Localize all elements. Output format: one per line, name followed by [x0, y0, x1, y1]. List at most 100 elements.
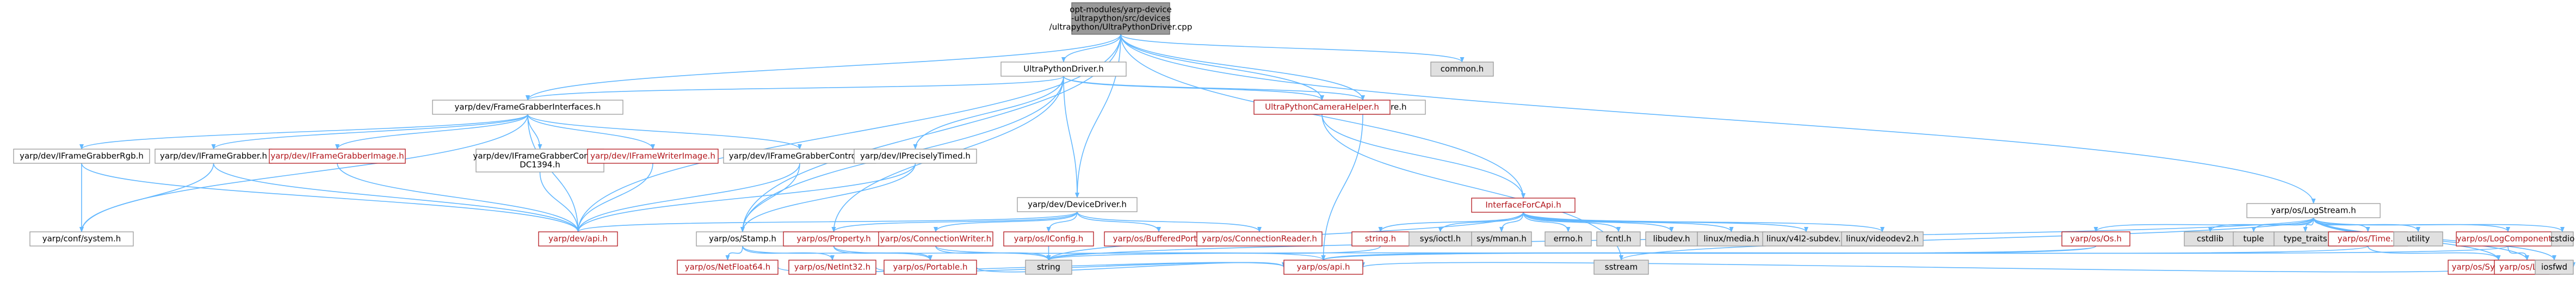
node-n-devapi[interactable]: yarp/dev/api.h — [538, 231, 618, 247]
node-n-fg[interactable]: yarp/dev/IFrameGrabber.h — [155, 149, 273, 164]
edge-n-logstream-to-n-tuple — [2251, 217, 2314, 232]
node-box — [1409, 231, 1472, 247]
node-n-bport[interactable]: yarp/os/BufferedPort.h — [1104, 231, 1214, 247]
node-label: yarp/dev/IFrameGrabberControls.h — [729, 151, 870, 161]
node-n-stringh[interactable]: string.h — [1351, 231, 1410, 247]
node-n-fgrgb[interactable]: yarp/dev/IFrameGrabberRgb.h — [13, 149, 150, 164]
edge-n-fgi-to-n-fgrgb — [79, 114, 528, 150]
edge-n-logcomp-to-n-osapi — [1321, 245, 2509, 261]
edge-n-devdrv-to-n-iconfig — [1046, 211, 1078, 232]
edge-n-pti-to-n-stamp — [740, 163, 916, 232]
node-label: yarp/os/ConnectionWriter.h — [880, 234, 991, 244]
node-n-libudev: libudev.h — [1645, 231, 1698, 247]
edge-n-logstream-to-n-cstdio — [2313, 217, 2565, 232]
node-n-logstream[interactable]: yarp/os/LogStream.h — [2246, 203, 2381, 218]
node-box — [1253, 100, 1391, 115]
node-n-ni32[interactable]: yarp/os/NetInt32.h — [788, 260, 876, 275]
node-label: yarp/dev/IFrameGrabberImage.h — [270, 151, 404, 161]
node-n-pti[interactable]: yarp/dev/IPreciselyTimed.h — [854, 149, 977, 164]
edge-n-fgimg-to-n-devapi — [337, 163, 580, 232]
node-n-iconfig[interactable]: yarp/os/IConfig.h — [1003, 231, 1094, 247]
node-box — [884, 260, 977, 275]
node-label: yarp/os/NetFloat64.h — [685, 262, 771, 272]
edge-n-root-to-n-upch — [1120, 34, 1324, 101]
edge-n-prop-to-n-string — [833, 245, 1051, 261]
node-n-devdrv[interactable]: yarp/dev/DeviceDriver.h — [1017, 197, 1138, 212]
node-box — [1471, 231, 1532, 247]
node-n-fgimg[interactable]: yarp/dev/IFrameGrabberImage.h — [269, 149, 406, 164]
edge-n-pti-to-n-devapi — [576, 163, 916, 232]
edge-n-ifcaps-to-n-media — [1523, 212, 1734, 232]
edge-n-devdrv-to-n-connw — [934, 211, 1078, 232]
node-box — [269, 149, 406, 164]
edge-n-logstream-to-n-osos — [2093, 217, 2314, 232]
node-label: iosfwd — [2541, 262, 2567, 272]
node-label: linux/videodev2.h — [1846, 234, 1919, 244]
node-n-typetraits: type_traits — [2274, 231, 2337, 247]
node-n-fgctrl[interactable]: yarp/dev/IFrameGrabberControls.h — [723, 149, 876, 164]
node-n-fcntl: fcntl.h — [1596, 231, 1641, 247]
node-n-stamp[interactable]: yarp/os/Stamp.h — [696, 231, 789, 247]
node-n-prop[interactable]: yarp/os/Property.h — [783, 231, 885, 247]
node-n-fwimg[interactable]: yarp/dev/IFrameWriterImage.h — [587, 149, 719, 164]
edge-n-fgi-to-n-fg — [211, 114, 528, 150]
node-box — [155, 149, 273, 164]
node-box — [1104, 231, 1214, 247]
edge-n-devdrv-to-n-devapi — [576, 211, 1078, 232]
node-n-nf64[interactable]: yarp/os/NetFloat64.h — [677, 260, 779, 275]
edge-n-updh-to-n-fgi — [526, 76, 1064, 101]
node-label: yarp/os/IConfig.h — [1014, 234, 1084, 244]
node-n-ifcaps[interactable]: InterfaceForCApi.h — [1471, 198, 1576, 213]
node-n-common: common.h — [1430, 61, 1494, 77]
node-box — [854, 149, 977, 164]
edge-n-portable-to-n-osapi — [976, 262, 1286, 273]
node-label: yarp/dev/api.h — [548, 234, 608, 244]
node-label: yarp/os/LogStream.h — [2271, 206, 2356, 216]
node-box — [475, 149, 604, 173]
node-n-upch[interactable]: UltraPythonCameraHelper.h — [1253, 100, 1391, 115]
edge-n-root-to-n-logstream — [1120, 34, 2316, 204]
node-n-logcomp[interactable]: yarp/os/LogComponent.h — [2456, 231, 2560, 247]
node-box — [1000, 61, 1127, 77]
node-n-confsys[interactable]: yarp/conf/system.h — [29, 231, 134, 247]
edge-n-root-to-n-fgi — [526, 34, 1121, 101]
node-n-cstdlib: cstdlib — [2184, 231, 2237, 247]
node-box — [2246, 203, 2381, 218]
node-n-osapi[interactable]: yarp/os/api.h — [1283, 260, 1363, 275]
node-n-tuple: tuple — [2233, 231, 2275, 247]
node-n-ioctl: sys/ioctl.h — [1409, 231, 1472, 247]
node-n-portable[interactable]: yarp/os/Portable.h — [884, 260, 977, 275]
node-n-osos[interactable]: yarp/os/Os.h — [2061, 231, 2130, 247]
node-box — [696, 231, 789, 247]
node-label: fcntl.h — [1605, 234, 1631, 244]
edge-n-stamp-to-n-portable — [742, 245, 932, 261]
node-label: type_traits — [2283, 234, 2327, 244]
edge-n-root-to-n-updh — [1061, 34, 1121, 63]
node-box — [1025, 260, 1072, 275]
node-box — [587, 149, 719, 164]
node-label: yarp/dev/IFrameGrabberRgb.h — [20, 151, 144, 161]
node-box — [13, 149, 150, 164]
node-box — [1645, 231, 1698, 247]
edge-n-logcomp-to-n-oslog — [2507, 245, 2529, 261]
node-box — [432, 100, 623, 115]
node-label: utility — [2407, 234, 2430, 244]
node-box — [29, 231, 134, 247]
edge-n-updh-to-n-pti — [913, 76, 1064, 150]
node-n-fgi[interactable]: yarp/dev/FrameGrabberInterfaces.h — [432, 100, 623, 115]
node-box — [2061, 231, 2130, 247]
edge-n-fgctrl-to-n-devapi — [576, 163, 800, 232]
node-n-utility: utility — [2393, 231, 2443, 247]
node-label: string.h — [1365, 234, 1396, 244]
edge-n-fg-to-n-confsys — [79, 163, 214, 232]
node-label: yarp/os/LogComponent.h — [2456, 234, 2559, 244]
node-label: libudev.h — [1653, 234, 1690, 244]
edge-n-updh-to-n-upch — [1063, 76, 1324, 101]
node-n-connr[interactable]: yarp/os/ConnectionReader.h — [1196, 231, 1323, 247]
node-n-connw[interactable]: yarp/os/ConnectionWriter.h — [878, 231, 993, 247]
node-label: /ultrapython/UltraPythonDriver.cpp — [1049, 22, 1193, 32]
node-n-updh[interactable]: UltraPythonDriver.h — [1000, 61, 1127, 77]
node-n-string: string — [1025, 260, 1072, 275]
edge-n-devdrv-to-n-connr — [1077, 211, 1262, 232]
